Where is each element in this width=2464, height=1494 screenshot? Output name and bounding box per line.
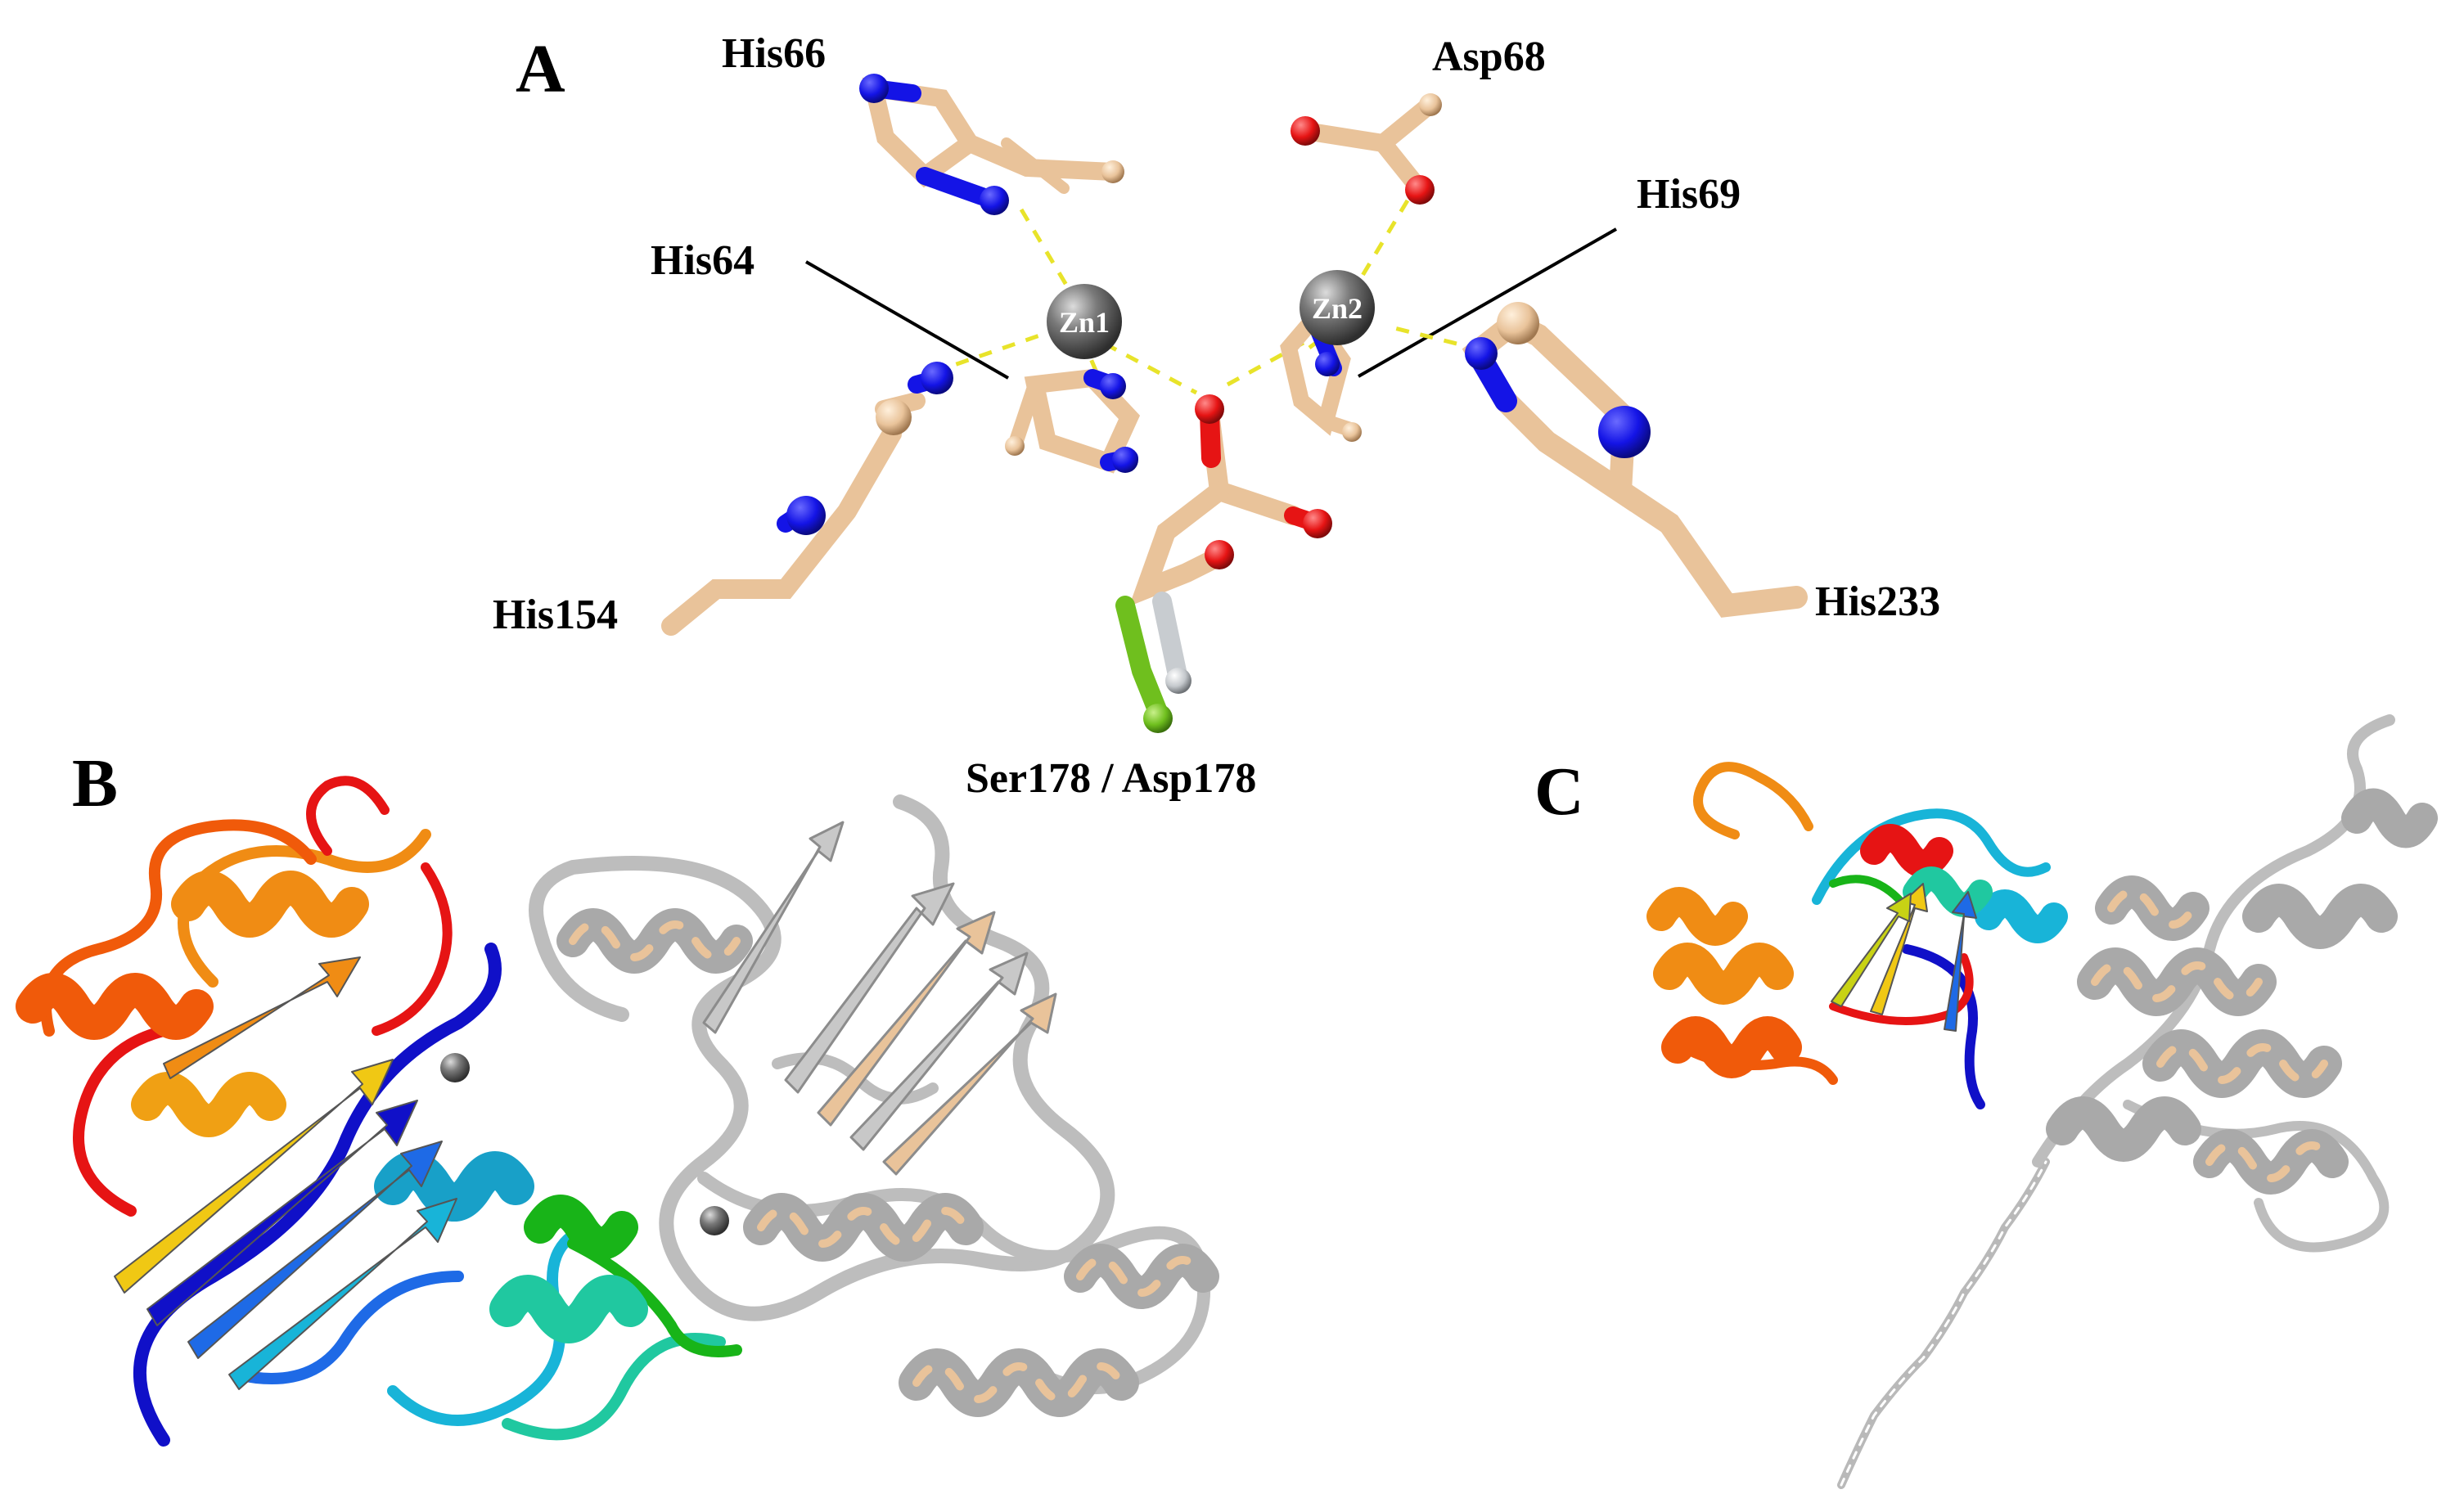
zinc-ion-1: Zn1 (1047, 284, 1122, 359)
zn2-label: Zn2 (1312, 292, 1363, 325)
panel-c-gray-tail (1837, 1158, 2050, 1489)
panel-c-rainbow-domain (1646, 762, 2068, 1109)
label-his69: His69 (1637, 171, 1741, 218)
panel-c: C (1534, 714, 2438, 1489)
panel-a-letter: A (516, 31, 565, 107)
residue-asp68-sticks (1291, 93, 1442, 205)
panel-b-zinc-ion-2 (700, 1206, 729, 1235)
panel-b-letter: B (72, 745, 118, 821)
label-ser178-asp178: Ser178 / Asp178 (966, 755, 1256, 802)
his69-pointer-line (1358, 227, 1617, 378)
label-his233: His233 (1815, 578, 1940, 625)
panel-c-letter: C (1534, 754, 1584, 830)
bond-his233-zn2 (1390, 325, 1457, 346)
bond-asp68-zn2 (1356, 199, 1410, 284)
residue-asp178-sticks (1128, 394, 1332, 607)
residue-his233-sticks (1462, 302, 1808, 618)
bond-his66-zn1 (1019, 208, 1074, 296)
zinc-ion-2: Zn2 (1300, 270, 1375, 345)
panel-c-rainbow-sheets (1831, 883, 1977, 1032)
label-his64: His64 (651, 237, 755, 284)
label-his154: His154 (493, 592, 618, 638)
panel-b-rainbow-sheets (114, 956, 457, 1390)
panel-a: A (493, 30, 1940, 802)
residue-his154-sticks (661, 362, 953, 636)
panel-b-zinc-ion-1 (440, 1053, 470, 1082)
residue-his66-sticks (859, 74, 1124, 215)
bond-zn1-bridge (1103, 341, 1198, 395)
panel-b: B (16, 745, 1219, 1447)
panel-b-gray-sheets (702, 821, 1057, 1176)
label-his66: His66 (722, 30, 826, 77)
residue-ser178-sticks (1115, 592, 1191, 733)
label-asp68: Asp68 (1432, 34, 1546, 80)
zn1-label: Zn1 (1059, 306, 1110, 339)
panel-c-gray-domain (2032, 714, 2438, 1253)
his64-pointer-line (805, 260, 1009, 380)
residue-his64-sticks (1005, 368, 1141, 474)
bond-his154-zn1 (932, 329, 1052, 375)
